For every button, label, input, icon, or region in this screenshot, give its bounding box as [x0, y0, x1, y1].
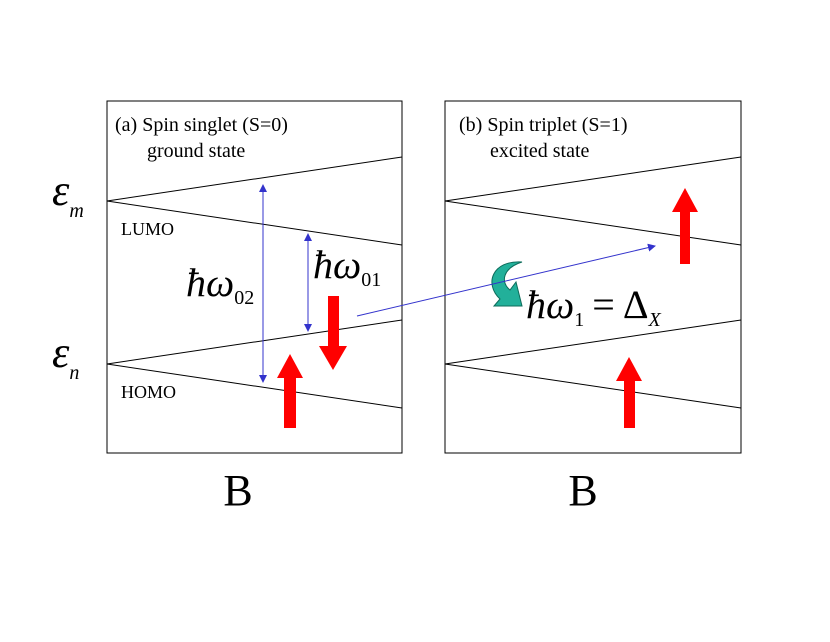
lumo-upper-line [106, 156, 403, 202]
omega1-delta: Δ [623, 282, 649, 327]
panel-b-subtitle: excited state [490, 140, 590, 162]
panel-a-axis-label: B [223, 466, 252, 515]
omega02-omega: ω [206, 260, 234, 305]
spin-up-arrow-b-lower [616, 357, 642, 428]
omega1-hbar: ħ [526, 282, 546, 327]
omega1-omega: ω [546, 282, 574, 327]
b-homo-lower-line [444, 363, 742, 409]
homo-label: HOMO [121, 382, 176, 402]
panel-a-frame [106, 100, 403, 454]
panel-b-axis-label: B [568, 466, 597, 515]
spin-flip-arrow [491, 261, 523, 307]
homo-upper-line [106, 319, 403, 365]
homo-lower-line [106, 363, 403, 409]
panel-a-title: (a) Spin singlet (S=0) [115, 114, 288, 136]
lumo-label: LUMO [121, 219, 174, 239]
panel-b-frame [444, 100, 742, 454]
epsilon-n-symbol: ε [52, 328, 70, 377]
panel-a-subtitle: ground state [147, 140, 245, 162]
panel-b-title: (b) Spin triplet (S=1) [459, 114, 628, 136]
omega1-label: ħω1 =ΔX [526, 282, 662, 331]
omega1-subscript: 1 [574, 309, 584, 331]
panel-a: (a) Spin singlet (S=0) ground state LUMO… [52, 100, 403, 515]
omega02-hbar: ħ [186, 260, 206, 305]
omega01-label: ħω01 [313, 242, 381, 291]
singlet-to-triplet-arrow [356, 243, 656, 317]
lumo-lower-line [106, 200, 403, 246]
omega02-label: ħω02 [186, 260, 254, 309]
epsilon-m-label: εm [52, 166, 84, 222]
panel-b: (b) Spin triplet (S=1) excited state ħω1… [444, 100, 742, 515]
b-homo-upper-line [444, 319, 742, 365]
epsilon-n-label: εn [52, 328, 79, 384]
omega1-delta-subscript: X [648, 309, 662, 331]
omega02-subscript: 02 [234, 287, 254, 309]
omega01-omega: ω [333, 242, 361, 287]
b-lumo-lower-line [444, 200, 742, 246]
omega1-equals: = [592, 282, 615, 327]
epsilon-n-subscript: n [69, 362, 79, 384]
spin-up-arrow-b-upper [672, 188, 698, 264]
omega01-hbar: ħ [313, 242, 333, 287]
omega01-subscript: 01 [361, 269, 381, 291]
epsilon-m-subscript: m [69, 200, 83, 222]
b-lumo-upper-line [444, 156, 742, 202]
spin-up-arrow-a [277, 354, 303, 428]
epsilon-m-symbol: ε [52, 166, 70, 215]
spin-down-arrow-a [319, 296, 347, 370]
